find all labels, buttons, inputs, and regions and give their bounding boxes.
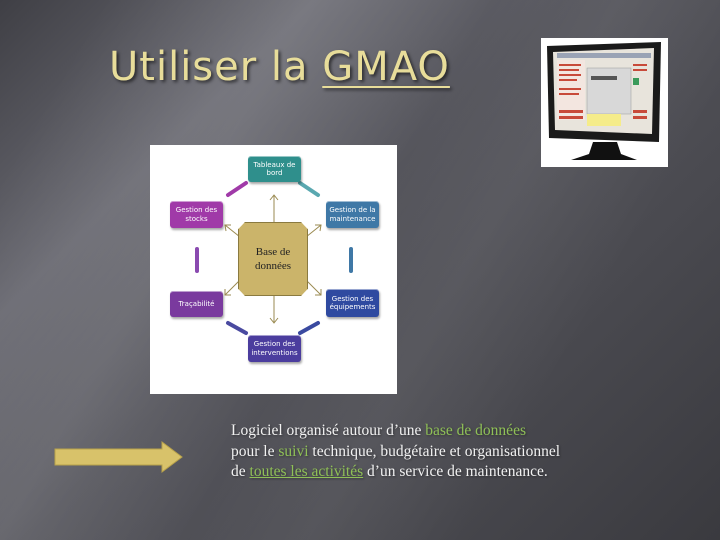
line-1: Logiciel organisé autour d’une base de d… [231,422,526,439]
title-prefix: Utiliser la [109,44,323,90]
title-link-gmao[interactable]: GMAO [322,44,450,90]
diagram-arrows [195,181,353,335]
line-3: de toutes les activités d’un service de … [231,463,548,480]
link-suivi[interactable]: suivi [278,442,309,460]
link-toutes-les-activites[interactable]: toutes les activités [249,463,364,480]
computer-monitor-icon [547,42,661,160]
right-arrow-icon [54,441,184,473]
line-2: pour le suivi technique, budgétaire et o… [231,442,561,460]
slide-title: Utiliser la GMAO [109,44,450,90]
monitor-image [541,38,668,167]
node-tracabilite: Traçabilité [170,291,223,317]
description-text: Logiciel organisé autour d’une base de d… [231,421,681,483]
link-base-de-donnees[interactable]: base de données [425,422,526,439]
